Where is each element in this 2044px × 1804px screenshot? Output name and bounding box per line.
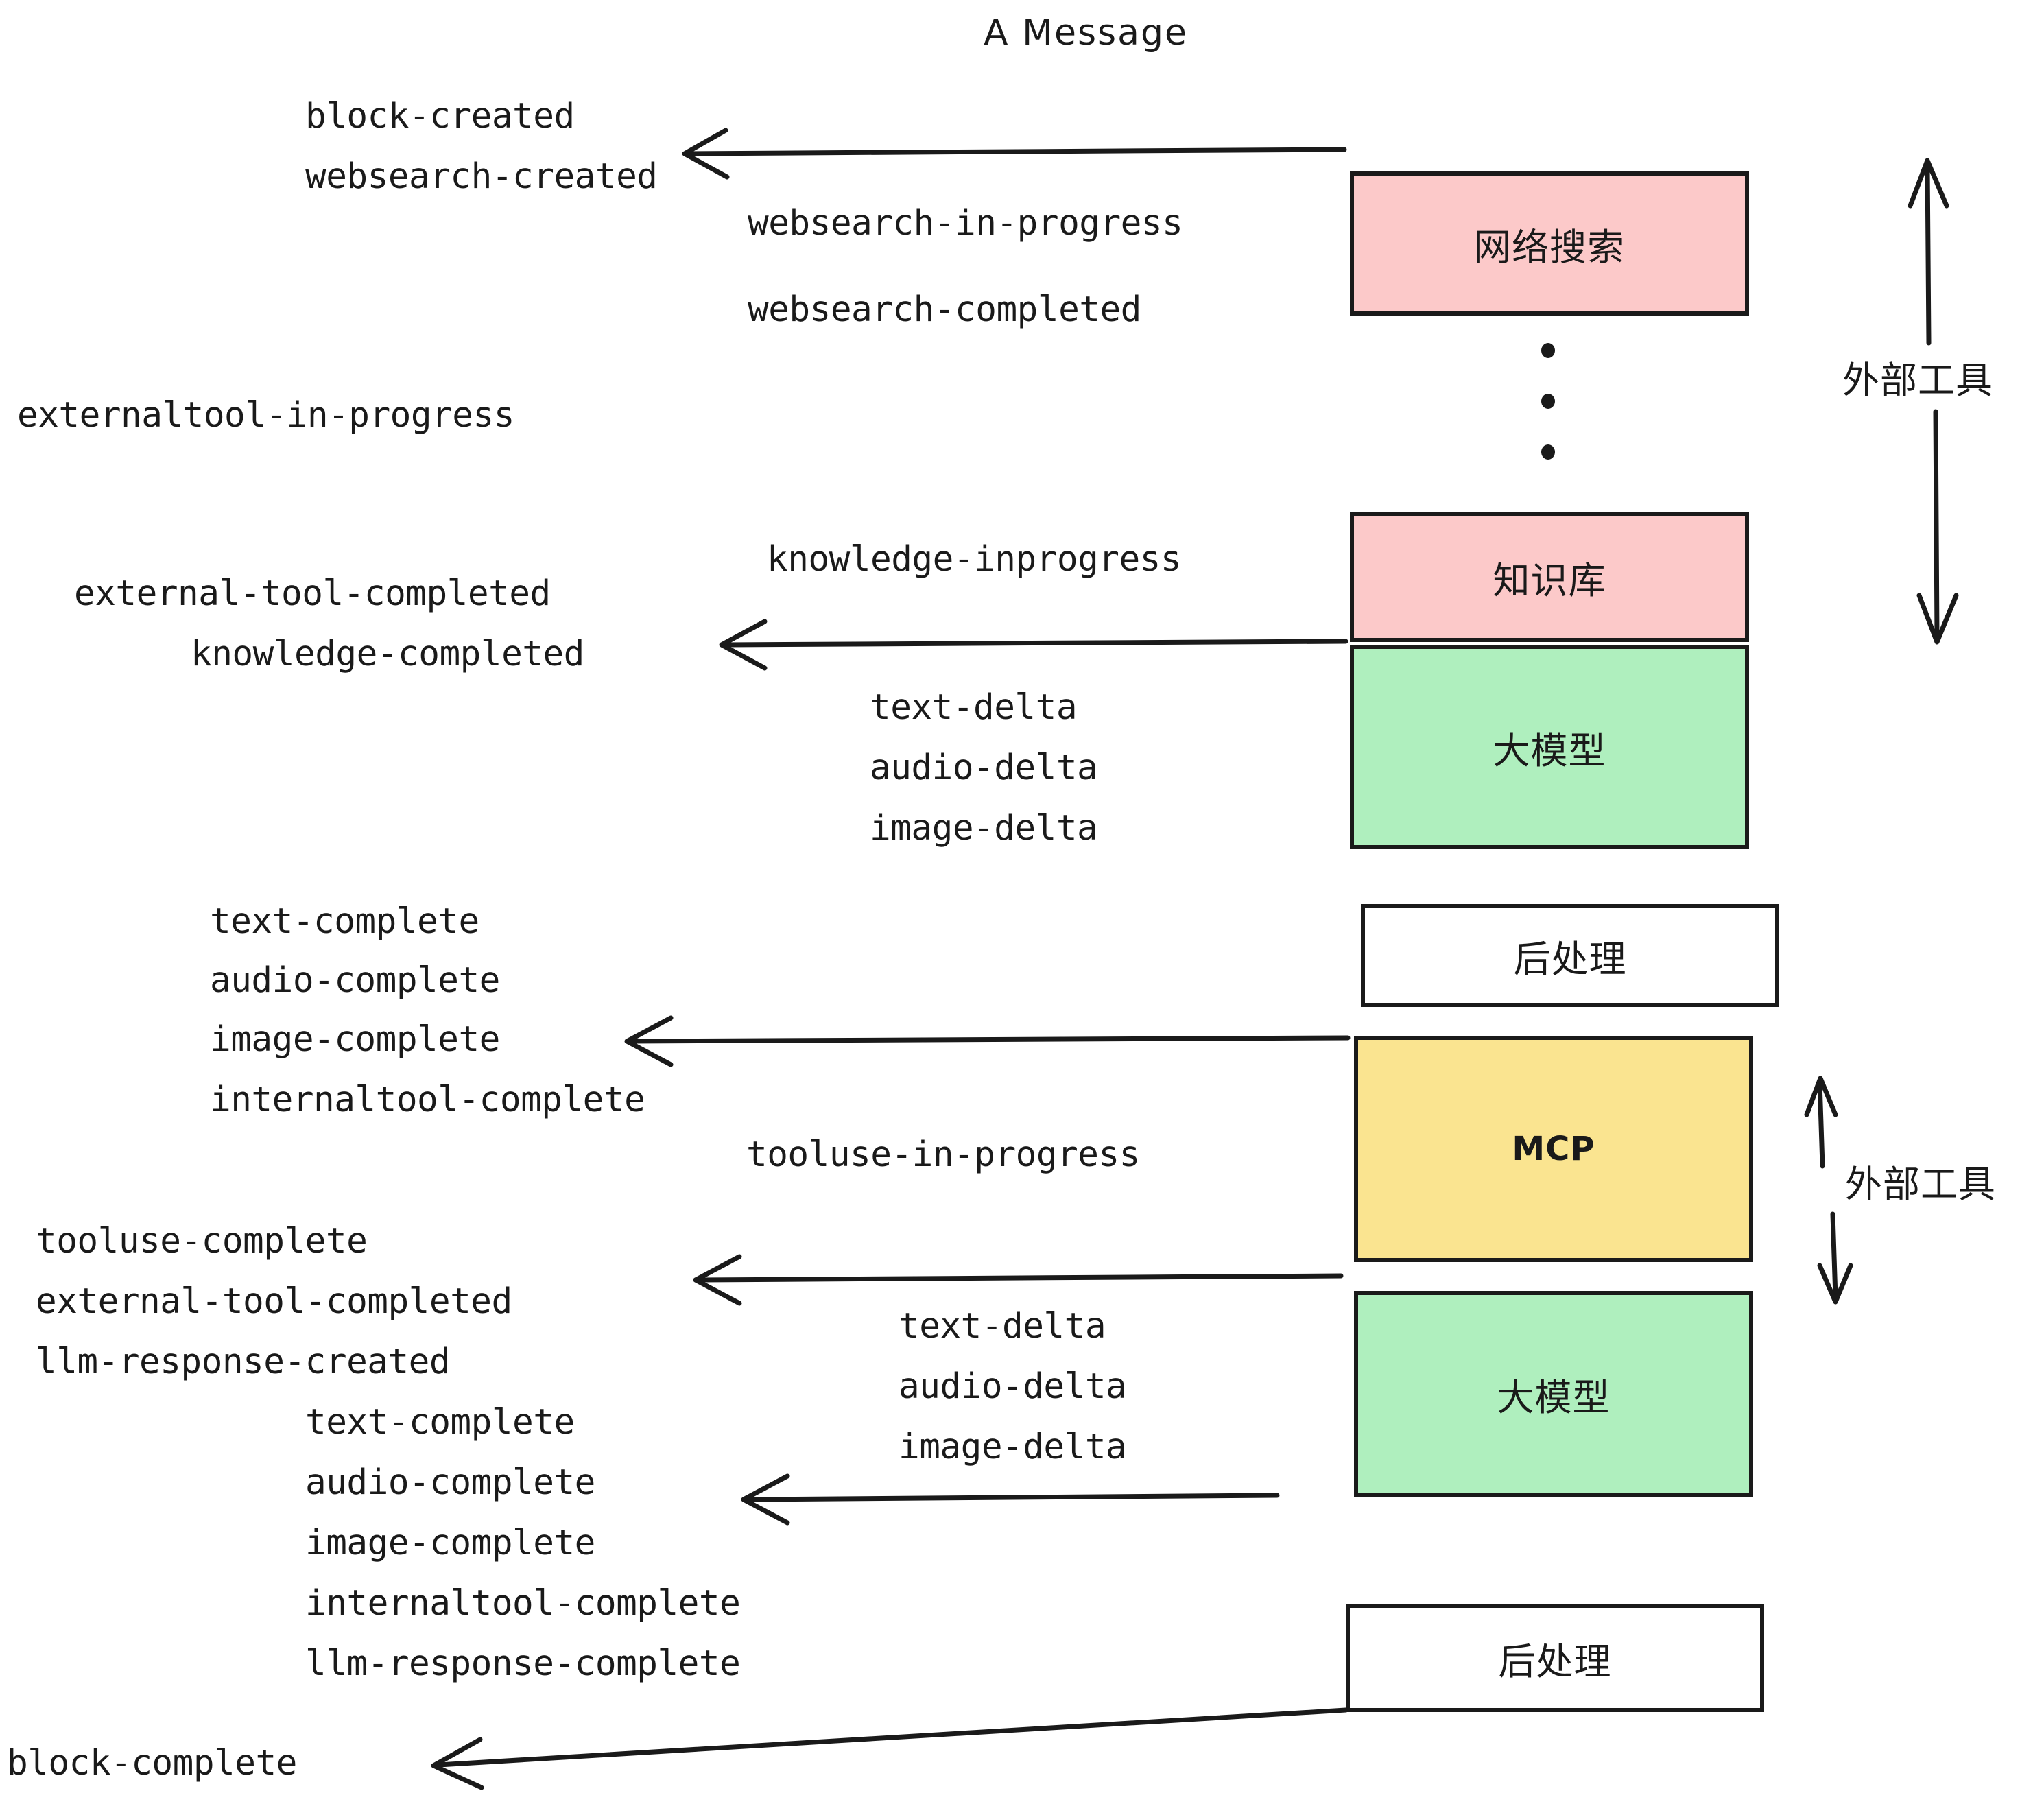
box-postprocess-2[interactable]: 后处理 — [1346, 1604, 1764, 1712]
event-websearch-created: websearch-created — [305, 156, 658, 197]
bracket-label-external-tools-bottom: 外部工具 — [1845, 1163, 1996, 1206]
event-block-complete: block-complete — [7, 1743, 297, 1783]
arrow-postprocess-to-block-complete — [431, 1707, 1348, 1790]
ellipsis-dot — [1541, 444, 1555, 460]
box-knowledge[interactable]: 知识库 — [1350, 512, 1749, 642]
event-tooluse-in-progress: tooluse-in-progress — [746, 1135, 1140, 1175]
box-mcp[interactable]: MCP — [1354, 1036, 1753, 1262]
external-tools-bracket-bottom — [1804, 1076, 1853, 1305]
box-knowledge-label: 知识库 — [1493, 558, 1606, 602]
diagram-title: A Message — [984, 12, 1189, 54]
event-image-delta-2: image-delta — [899, 1427, 1127, 1467]
event-audio-complete-2: audio-complete — [305, 1462, 595, 1503]
arrow-knowledge-to-completed — [719, 619, 1348, 671]
box-llm-2-label: 大模型 — [1497, 1375, 1611, 1419]
event-llm-response-created: llm-response-created — [36, 1342, 451, 1382]
event-external-tool-completed-1: external-tool-completed — [74, 573, 551, 614]
arrow-websearch-to-created — [682, 128, 1347, 180]
event-text-delta-1: text-delta — [870, 687, 1078, 728]
box-mcp-label: MCP — [1512, 1130, 1595, 1168]
box-postprocess-1-label: 后处理 — [1513, 937, 1627, 981]
vertical-ellipsis-icon — [1540, 343, 1556, 460]
box-postprocess-2-label: 后处理 — [1498, 1639, 1612, 1683]
arrow-mcp-to-tooluse-complete — [693, 1254, 1344, 1306]
event-knowledge-completed: knowledge-completed — [191, 634, 584, 674]
event-image-delta-1: image-delta — [870, 808, 1098, 848]
box-llm-2[interactable]: 大模型 — [1354, 1291, 1753, 1497]
event-external-tool-completed-2: external-tool-completed — [36, 1281, 512, 1322]
box-websearch[interactable]: 网络搜索 — [1350, 171, 1749, 316]
event-externaltool-in-progress: externaltool-in-progress — [17, 395, 514, 436]
event-internaltool-complete-2: internaltool-complete — [305, 1583, 741, 1624]
event-websearch-completed: websearch-completed — [748, 289, 1141, 330]
event-audio-delta-2: audio-delta — [899, 1366, 1127, 1407]
event-audio-delta-1: audio-delta — [870, 748, 1098, 788]
box-postprocess-1[interactable]: 后处理 — [1361, 904, 1779, 1007]
event-internaltool-complete-1: internaltool-complete — [210, 1080, 645, 1120]
event-image-complete-2: image-complete — [305, 1523, 595, 1563]
event-knowledge-inprogress: knowledge-inprogress — [767, 539, 1182, 580]
event-block-created: block-created — [305, 96, 575, 137]
event-image-complete-1: image-complete — [210, 1019, 500, 1060]
event-audio-complete-1: audio-complete — [210, 960, 500, 1001]
event-text-complete-2: text-complete — [305, 1402, 575, 1443]
ellipsis-dot — [1541, 394, 1555, 409]
bracket-label-external-tools-top: 外部工具 — [1842, 359, 1993, 402]
arrow-llm-to-audio-complete — [741, 1473, 1280, 1526]
event-llm-response-complete: llm-response-complete — [305, 1643, 741, 1684]
event-text-complete-1: text-complete — [210, 901, 479, 942]
event-websearch-in-progress: websearch-in-progress — [748, 203, 1183, 244]
box-llm-1[interactable]: 大模型 — [1350, 645, 1749, 849]
arrow-postprocess-to-image-complete — [624, 1015, 1351, 1067]
box-websearch-label: 网络搜索 — [1474, 225, 1625, 269]
ellipsis-dot — [1541, 343, 1555, 358]
event-text-delta-2: text-delta — [899, 1306, 1106, 1346]
event-tooluse-complete: tooluse-complete — [36, 1221, 368, 1261]
box-llm-1-label: 大模型 — [1493, 728, 1606, 772]
